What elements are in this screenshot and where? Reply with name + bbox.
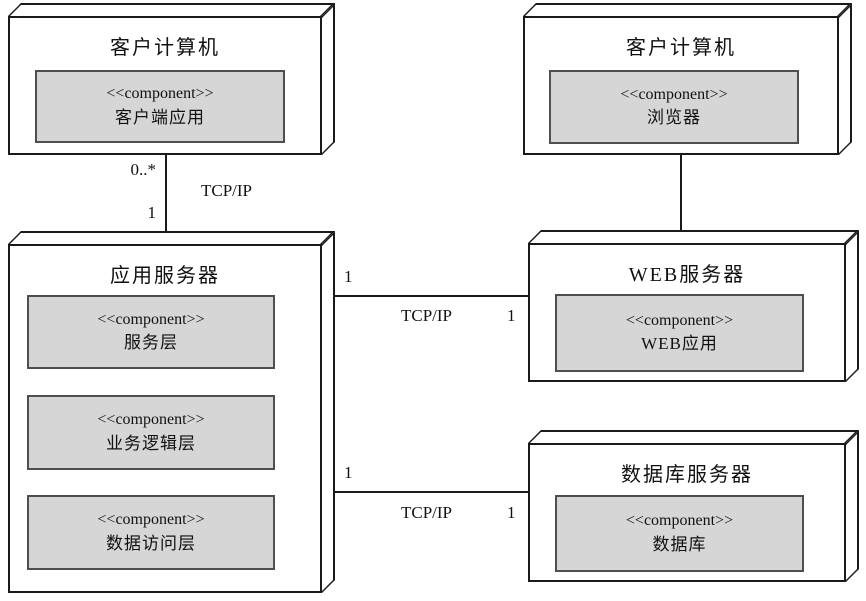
component-name: 客户端应用 [115,107,205,127]
component-stereotype: <<component>> [625,512,734,530]
component-box: <<component>> 服务层 [27,295,275,369]
multiplicity-label: 1 [344,267,353,286]
component-box: <<component>> 业务逻辑层 [27,395,275,470]
multiplicity-label: 1 [507,503,516,522]
component-stereotype: <<component>> [97,511,205,529]
component-name: 业务逻辑层 [106,433,196,453]
component-name: WEB应用 [641,334,718,354]
component-stereotype: <<component>> [97,411,205,429]
node-title: 客户计算机 [110,37,220,59]
protocol-label: TCP/IP [401,306,453,325]
node-application-server: 应用服务器 <<component>> 服务层 <<component>> 业务… [8,244,322,593]
multiplicity-label: 0..* [130,160,157,179]
component-stereotype: <<component>> [625,311,734,329]
component-box: <<component>> 数据访问层 [27,495,275,570]
node-client-computer-right: 客户计算机 <<component>> 浏览器 [523,16,839,155]
node-database-server: 数据库服务器 <<component>> 数据库 [528,443,846,582]
connector-appserver-webserver [328,295,530,297]
protocol-label: TCP/IP [401,503,453,522]
component-box: <<component>> 浏览器 [549,70,799,144]
component-box: <<component>> 数据库 [555,495,804,572]
multiplicity-label: 1 [344,463,353,482]
component-name: 数据库 [652,534,707,554]
connector-clientB-webserver [680,154,682,236]
component-name: 数据访问层 [106,533,196,553]
node-client-computer-left: 客户计算机 <<component>> 客户端应用 [8,16,322,155]
multiplicity-label: 1 [147,203,157,222]
node-web-server: WEB服务器 <<component>> WEB应用 [528,243,846,382]
component-name: 服务层 [124,333,178,353]
component-name: 浏览器 [647,108,701,128]
node-title: 数据库服务器 [621,464,753,486]
component-stereotype: <<component>> [97,310,205,328]
component-stereotype: <<component>> [620,85,728,103]
connector-appserver-dbserver [328,491,530,493]
node-title: 应用服务器 [110,265,220,287]
component-box: <<component>> WEB应用 [555,294,804,372]
node-title: 客户计算机 [626,37,736,59]
component-box: <<component>> 客户端应用 [35,70,285,143]
protocol-label: TCP/IP [201,181,253,200]
node-title: WEB服务器 [628,264,746,286]
multiplicity-label: 1 [507,306,516,325]
connector-clientA-appserver [165,154,167,238]
component-stereotype: <<component>> [106,85,214,103]
